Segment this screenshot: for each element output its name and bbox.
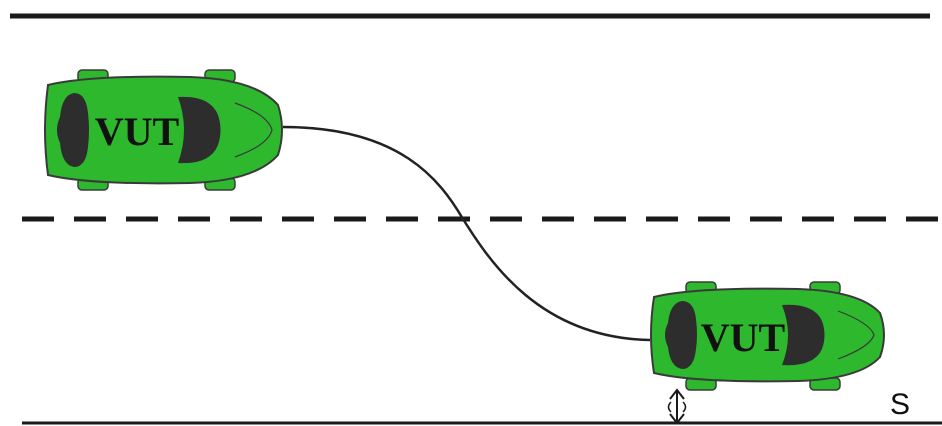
vehicle-end: VUT (650, 281, 885, 391)
offset-label: S (890, 388, 910, 421)
rear-window (665, 301, 697, 369)
windshield (178, 96, 221, 164)
car-body (650, 287, 885, 383)
rear-window (57, 93, 89, 167)
windshield (782, 304, 825, 366)
vehicle-start: VUT (44, 69, 283, 191)
vehicle-label: VUT (95, 109, 180, 154)
car-body (44, 75, 283, 185)
lateral-offset-arrow (667, 388, 687, 425)
vehicle-label: VUT (701, 315, 786, 360)
hood-detail (837, 310, 875, 360)
hood-detail (234, 102, 273, 158)
lane-change-path (282, 125, 651, 342)
